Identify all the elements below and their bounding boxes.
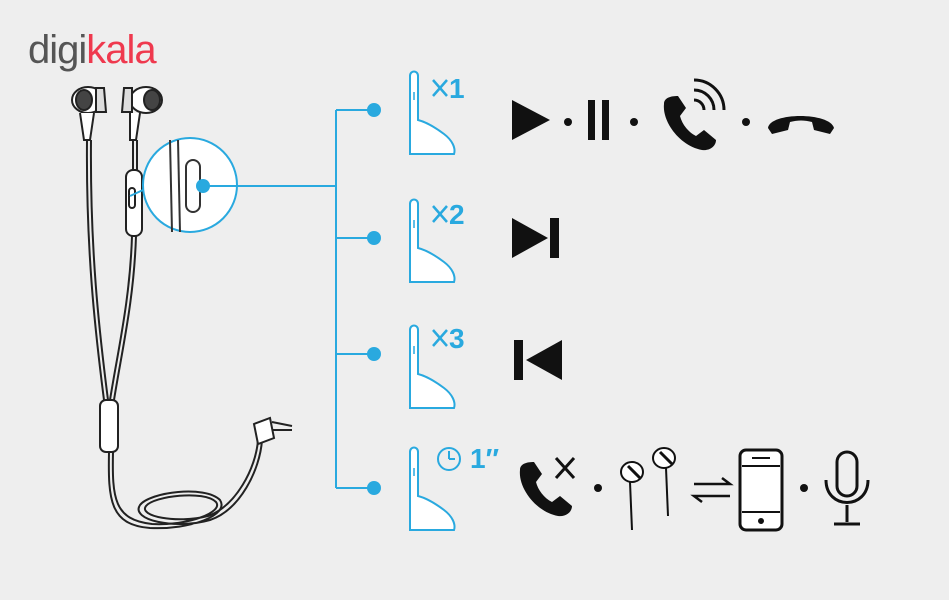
finger-press-icon-2 [409, 198, 456, 283]
row-2-dot [367, 231, 381, 245]
phone-icon [738, 448, 784, 532]
finger-press-icon-1 [409, 70, 456, 155]
remote-magnifier [129, 137, 238, 233]
finger-press-icon-4 [409, 446, 456, 531]
press-count-3: 3 [449, 323, 465, 354]
hold-duration: 1″ [470, 443, 499, 474]
previous-track-icon [514, 340, 562, 380]
times-icon-3 [432, 329, 448, 347]
row-1-dot [367, 103, 381, 117]
times-icon-1 [432, 79, 448, 97]
row-3-dot [367, 347, 381, 361]
press-count-1: 1 [449, 73, 465, 104]
finger-press-icon-3 [409, 324, 456, 409]
separator-dot [630, 118, 638, 126]
digikala-logo: digikala [28, 28, 157, 72]
row-4-dot [367, 481, 381, 495]
answer-call-icon [663, 78, 726, 151]
next-track-icon [512, 218, 559, 258]
switch-icon [690, 477, 734, 503]
connector-lines [203, 109, 374, 489]
separator-dot [564, 118, 572, 126]
times-icon-2 [432, 205, 448, 223]
end-call-icon [768, 116, 834, 134]
play-icon [512, 100, 550, 140]
separator-dot [800, 484, 808, 492]
separator-dot [742, 118, 750, 126]
clock-icon [437, 447, 461, 471]
press-count-2: 2 [449, 199, 465, 230]
pause-icon [588, 100, 609, 140]
earphones-icon [620, 447, 676, 531]
separator-dot [594, 484, 602, 492]
microphone-icon [824, 450, 870, 526]
left-earbud-icon [71, 86, 108, 141]
right-earbud-icon [120, 86, 163, 141]
connector-dots [367, 103, 381, 495]
earphones-illustration [71, 86, 293, 530]
reject-call-icon [519, 456, 576, 517]
